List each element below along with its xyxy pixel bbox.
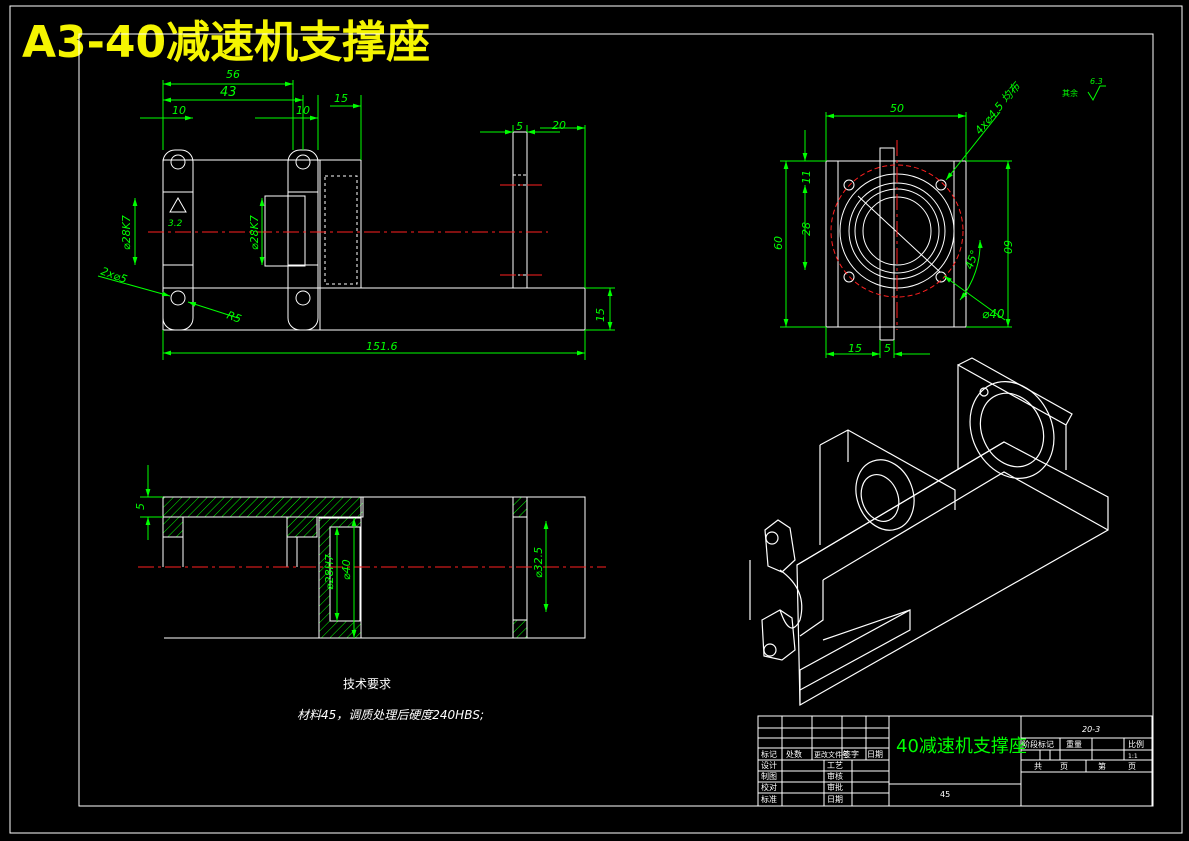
section-dim-text: 5 ⌀28H7 ⌀40 ⌀32.5 xyxy=(134,503,545,590)
dim-28: 28 xyxy=(800,222,813,236)
rev-sign: 签字 xyxy=(843,749,859,759)
front-view-centerlines xyxy=(148,184,548,276)
role-approve: 标准 xyxy=(761,794,777,804)
tech-notes: 技术要求 材料45，调质处理后硬度240HBS; xyxy=(297,677,484,722)
surface-value: 6.3 xyxy=(1090,77,1103,86)
dim-20-side: 20 xyxy=(552,119,566,132)
scale-value: 1:1 xyxy=(1128,753,1138,760)
dim-40-section: ⌀40 xyxy=(340,559,353,580)
dim-50: 50 xyxy=(890,102,904,115)
front-view-dim-text: 56 43 10 10 15 5 20 ⌀28K7 ⌀28K7 2x⌀5 R5 … xyxy=(99,68,607,353)
dim-5-side: 5 xyxy=(516,120,523,133)
role-date: 日期 xyxy=(827,795,843,804)
dim-5-section: 5 xyxy=(134,503,147,510)
dim-45deg: 45° xyxy=(963,248,982,271)
sheet-no-label: 第 xyxy=(1098,761,1106,771)
sheets-unit-label: 页 xyxy=(1060,762,1068,771)
side-view-dimensions xyxy=(780,85,1106,358)
col-weight: 重量 xyxy=(1066,739,1082,749)
part-name: 40减速机支撑座 xyxy=(896,736,1027,757)
dim-r5: R5 xyxy=(225,309,243,326)
dim-pcd: ⌀40 xyxy=(982,307,1005,321)
dim-60-right: 60 xyxy=(1001,240,1014,254)
front-view-dimensions xyxy=(97,80,615,360)
rev-count: 处数 xyxy=(786,749,802,759)
dim-bore-mid: ⌀28K7 xyxy=(248,215,261,250)
dim-60-left: 60 xyxy=(772,236,785,250)
role-design: 设计 xyxy=(761,760,777,770)
dim-11: 11 xyxy=(800,170,813,184)
roughness-value: 3.2 xyxy=(168,219,183,229)
sheet-unit-label: 页 xyxy=(1128,762,1136,771)
rev-date: 日期 xyxy=(867,750,883,759)
drawing-number: 20-3 xyxy=(1082,725,1100,734)
dim-32-section: ⌀32.5 xyxy=(532,547,545,578)
sheet-title: A3-40减速机支撑座 xyxy=(22,17,431,68)
dim-15-bottom: 15 xyxy=(848,342,862,355)
dim-holes: 2x⌀5 xyxy=(99,265,129,286)
title-block-text: 40减速机支撑座 20-3 45 阶段标记 重量 比例 1:1 共 页 第 页 … xyxy=(761,725,1144,804)
dim-56: 56 xyxy=(226,68,240,81)
surface-note: 其余 xyxy=(1062,88,1078,98)
role-draw: 制图 xyxy=(761,771,777,781)
section-view xyxy=(150,496,586,639)
section-dimensions xyxy=(140,465,549,638)
side-view xyxy=(825,147,967,341)
role-std: 审批 xyxy=(827,782,843,792)
dim-5-bottom: 5 xyxy=(884,342,891,355)
title-block xyxy=(757,715,1153,807)
role-review: 审核 xyxy=(827,771,843,781)
rev-mark: 标记 xyxy=(761,749,777,759)
notes-line1: 材料45，调质处理后硬度240HBS; xyxy=(297,708,484,722)
material-value: 45 xyxy=(940,790,950,799)
dim-holes-side: 4x⌀4.5 均布 xyxy=(972,79,1024,137)
dim-10-right: 10 xyxy=(296,104,310,117)
col-stage: 阶段标记 xyxy=(1022,739,1054,749)
rev-file: 更改文件号 xyxy=(814,750,849,759)
side-view-centerlines xyxy=(830,140,964,330)
role-check: 校对 xyxy=(761,782,777,792)
sheets-total-label: 共 xyxy=(1034,762,1042,771)
dim-15-top: 15 xyxy=(334,92,348,105)
drawing-border xyxy=(9,5,1183,834)
dim-43: 43 xyxy=(220,85,237,100)
side-view-dim-text: 50 4x⌀4.5 均布 11 28 60 60 45° ⌀40 15 5 其余… xyxy=(772,77,1103,355)
dim-10-left: 10 xyxy=(172,104,186,117)
col-scale: 比例 xyxy=(1128,739,1144,749)
front-view xyxy=(162,131,586,331)
isometric-view xyxy=(749,357,1109,707)
dim-bore-section: ⌀28H7 xyxy=(323,554,336,590)
dim-bore-left: ⌀28K7 xyxy=(120,215,133,250)
dim-total: 151.6 xyxy=(366,340,398,353)
dim-15-right: 15 xyxy=(594,308,607,322)
notes-heading: 技术要求 xyxy=(343,677,391,691)
role-process: 工艺 xyxy=(827,761,843,770)
